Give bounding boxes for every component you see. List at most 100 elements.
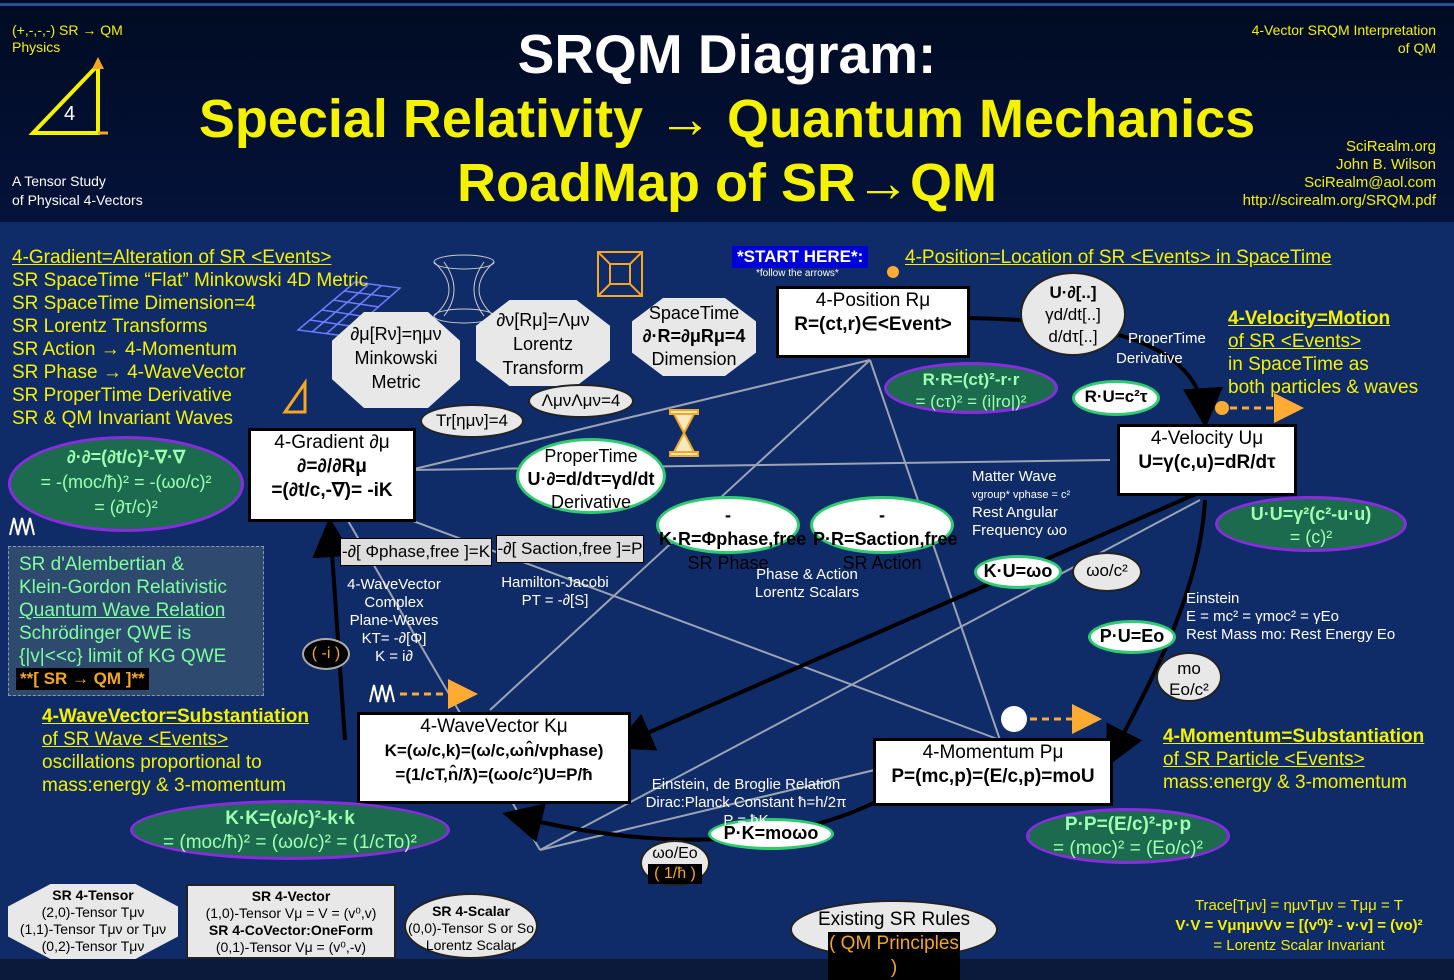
pu-oval: P·U=Eo xyxy=(1088,620,1176,654)
scalar-legend: SR 4-Scalar (0,0)-Tensor S or So Lorentz… xyxy=(404,893,538,959)
mo-line: mo xyxy=(1177,659,1201,678)
position-box[interactable]: 4-Position Rμ R=(ct,r)∈<Event> xyxy=(776,286,970,358)
gradient-box[interactable]: 4-Gradient ∂μ ∂=∂/∂Rμ =(∂t/c,-∇)= -iK xyxy=(248,428,416,522)
wo-eo-oval: ωo/Eo ( 1/ħ ) xyxy=(640,840,710,886)
rr-oval: R·R=(ct)²-r·r = (cτ)² = (i|ro|)² xyxy=(884,362,1058,414)
momentum-formula: P=(mc,p)=(E/c,p)=moU xyxy=(891,766,1095,787)
start-here-badge: *START HERE*: xyxy=(732,246,869,268)
page-subtitle-2: RoadMap of SR→QM xyxy=(457,153,997,213)
dalembertian-panel: SR d'Alembertian & Klein-Gordon Relativi… xyxy=(8,546,264,696)
dalembertian-line: Klein-Gordon Relativistic xyxy=(19,577,228,598)
header-band xyxy=(0,0,1454,222)
kr-line: -K·R=Φphase,free xyxy=(659,505,807,549)
wavevector-definition-4: mass:energy & 3-momentum xyxy=(42,775,286,796)
hbar-line: ( 1/ħ ) xyxy=(648,864,702,884)
velocity-definition-2: of SR <Events> xyxy=(1228,331,1362,352)
top-rule xyxy=(0,3,1454,6)
minkowski-octagon: ∂μ[Rν]=ημν Minkowski Metric xyxy=(332,312,460,408)
matter-wave-note: Matter Wave vgroup* vphase = c² Rest Ang… xyxy=(972,468,1071,539)
wavevector-box[interactable]: 4-WaveVector Kμ K=(ω/c,k)=(ω/c,ωn̂/vphas… xyxy=(357,712,631,804)
spacetime-line: Dimension xyxy=(651,349,737,369)
momentum-title: 4-Momentum Pμ xyxy=(922,742,1064,763)
list-item: SR Action → 4-Momentum xyxy=(12,339,237,360)
ku-oval: K·U=ωo xyxy=(974,555,1062,589)
minkowski-line: ∂μ[Rν]=ημν xyxy=(350,324,442,344)
lorentz-line: Lorentz xyxy=(512,334,574,354)
spacetime-line: SpaceTime xyxy=(648,303,740,323)
velocity-definition-3: in SpaceTime as xyxy=(1228,354,1369,375)
wavevector-definition-2: of SR Wave <Events> xyxy=(42,729,229,750)
momentum-definition-3: mass:energy & 3-momentum xyxy=(1163,772,1407,793)
momentum-box[interactable]: 4-Momentum Pμ P=(mc,p)=(E/c,p)=moU xyxy=(873,738,1113,806)
interpretation-label-2: of QM xyxy=(1397,40,1436,56)
velocity-definition: 4-Velocity=Motion xyxy=(1228,308,1391,329)
pt-line: ProperTime xyxy=(544,446,638,466)
url-link[interactable]: http://scirealm.org/SRQM.pdf xyxy=(1242,192,1436,209)
derivative-label: Derivative xyxy=(1116,350,1183,367)
list-item: SR Lorentz Transforms xyxy=(12,316,208,337)
dd-line: = -(moc/ħ)² = -(ωo/c)² xyxy=(40,472,212,492)
gradient-definition: 4-Gradient=Alteration of SR <Events> xyxy=(12,247,332,268)
velocity-title: 4-Velocity Uμ xyxy=(1150,428,1264,449)
tensor-legend: SR 4-Tensor (2,0)-Tensor Tμν (1,1)-Tenso… xyxy=(8,884,178,959)
velocity-box[interactable]: 4-Velocity Uμ U=γ(c,u)=dR/dτ xyxy=(1117,424,1297,496)
dd-line: ∂·∂=(∂t/c)²-∇·∇ xyxy=(66,447,186,467)
lambda-oval: ΛμνΛμν=4 xyxy=(528,384,634,418)
position-formula: R=(ct,r)∈<Event> xyxy=(794,314,952,335)
phase-oval: -K·R=Φphase,free SR Phase xyxy=(656,496,807,573)
minus-i-oval: ( -i ) xyxy=(302,638,350,670)
mo-line: Eo/c² xyxy=(1169,680,1209,699)
action-derivative-box: -∂[ Saction,free ]=P xyxy=(496,535,644,563)
uu-oval: U·U=γ²(c²-u·u) = (c)² xyxy=(1215,496,1407,552)
hamilton-jacobi-note: Hamilton-Jacobi PT = -∂[S] xyxy=(501,574,609,609)
pr-line: -P·R=Saction,free xyxy=(813,505,958,549)
mass-oval: mo Eo/c² xyxy=(1156,652,1222,702)
list-item: SR & QM Invariant Waves xyxy=(12,408,234,429)
momentum-definition-2: of SR Particle <Events> xyxy=(1163,749,1365,770)
pk-oval: P·K=moωo xyxy=(708,818,834,850)
pt-line: Derivative xyxy=(550,492,632,512)
pr-line: SR Action xyxy=(842,553,922,573)
gradient-formula-2: =(∂t/c,-∇)= -iK xyxy=(271,480,393,501)
pp-oval: P·P=(E/c)²-p·p = (moc)² = (Eo/c)² xyxy=(1026,808,1230,864)
kr-line: SR Phase xyxy=(687,553,769,573)
velocity-definition-4: both particles & waves xyxy=(1228,377,1419,398)
phase-action-note: Phase & Action Lorentz Scalars xyxy=(754,566,860,601)
spacetime-line: ∂·R=∂μRμ=4 xyxy=(642,326,746,346)
start-sub: *follow the arrows* xyxy=(756,268,839,279)
trace-legend: Trace[Tμν] = ημνTμν = Tμμ = T V·V = Vμημ… xyxy=(1175,897,1423,954)
momentum-definition: 4-Momentum=Substantiation xyxy=(1163,726,1425,747)
dalembertian-line: SR d'Alembertian & xyxy=(19,554,185,575)
ud-line: γd/dt[..] xyxy=(1045,305,1101,324)
wavevector-formula-2: =(1/cT,n̂/ƛ)=(ωo/c²)U=P/ħ xyxy=(395,765,593,784)
action-oval: -P·R=Saction,free SR Action xyxy=(810,496,958,573)
lorentz-line: Transform xyxy=(502,358,584,378)
phase-derivative-box: -∂[ Φphase,free ]=K xyxy=(340,538,492,566)
velocity-formula: U=γ(c,u)=dR/dτ xyxy=(1138,452,1276,473)
dd-line: = (∂τ/c)² xyxy=(94,497,158,517)
pp-line: P·P=(E/c)²-p·p xyxy=(1064,814,1192,835)
wavevector-note: 4-WaveVector Complex Plane-Waves KT= -∂[… xyxy=(347,576,441,665)
physics-label: Physics xyxy=(12,39,61,55)
dd-oval: ∂·∂=(∂t/c)²-∇·∇ = -(moc/ħ)² = -(ωo/c)² =… xyxy=(8,436,244,532)
kk-line: = (moc/ħ)² = (ωo/c)² = (1/cTo)² xyxy=(163,832,417,853)
wavevector-title: 4-WaveVector Kμ xyxy=(420,716,568,737)
list-item: SR SpaceTime Dimension=4 xyxy=(12,293,256,314)
list-item: SR Phase → 4-WaveVector xyxy=(12,362,246,383)
wavevector-definition-3: oscillations proportional to xyxy=(42,752,262,773)
dalembertian-line: Quantum Wave Relation xyxy=(19,600,226,621)
propertime-derivative-oval: U·∂[..] γd/dt[..] d/dτ[..] xyxy=(1020,272,1126,356)
ru-oval: R·U=c²τ xyxy=(1072,380,1160,416)
email-link[interactable]: SciRealm@aol.com xyxy=(1304,174,1436,191)
pt-line: U·∂=d/dτ=γd/dt xyxy=(527,469,655,489)
minkowski-line: Minkowski xyxy=(354,348,438,368)
srqm-badge: **[ SR → QM ]** xyxy=(16,668,149,690)
page-title: SRQM Diagram: xyxy=(517,23,937,85)
wo-c2-oval: ωo/c² xyxy=(1072,552,1142,592)
list-item: SR ProperTime Derivative xyxy=(12,385,232,406)
author-label: John B. Wilson xyxy=(1335,156,1436,173)
position-definition: 4-Position=Location of SR <Events> in Sp… xyxy=(905,247,1332,268)
wavevector-definition: 4-WaveVector=Substantiation xyxy=(42,706,309,727)
physical-vectors-label: of Physical 4-Vectors xyxy=(12,192,143,208)
vector-legend: SR 4-Vector (1,0)-Tensor Vμ = V = (v⁰,v)… xyxy=(186,884,396,959)
